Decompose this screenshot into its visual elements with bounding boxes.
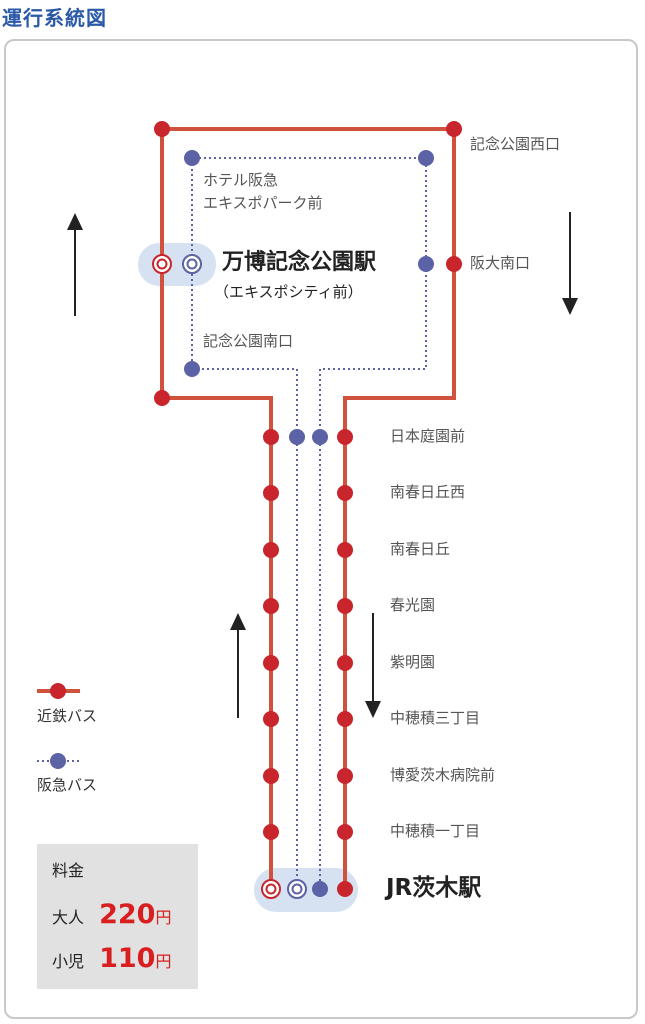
hankyu-stop bbox=[289, 429, 305, 445]
stop-label: 南春日丘西 bbox=[390, 483, 466, 501]
kintetsu-stops bbox=[154, 121, 462, 897]
hankyu-terminal-ring-inner bbox=[291, 883, 303, 895]
arrow-down-icon bbox=[562, 212, 578, 315]
arrow-up-icon bbox=[67, 213, 83, 316]
hankyu-stops bbox=[184, 150, 434, 897]
kintetsu-stop bbox=[337, 655, 353, 671]
kintetsu-terminal-ring bbox=[261, 879, 281, 899]
kintetsu-stop bbox=[154, 390, 170, 406]
kintetsu-stop bbox=[263, 598, 279, 614]
bampaku-terminal-symbols bbox=[152, 254, 202, 274]
hankyu-terminal-ring bbox=[182, 254, 202, 274]
hankyu-stop bbox=[184, 150, 200, 166]
kintetsu-stop bbox=[446, 256, 462, 272]
hankyu-stop bbox=[312, 429, 328, 445]
stop-label: 春光園 bbox=[390, 596, 436, 614]
hankyu-terminal-ring bbox=[287, 879, 307, 899]
stop-label-expopark-mae: エキスポパーク前 bbox=[203, 194, 323, 212]
kintetsu-stop bbox=[337, 542, 353, 558]
stop-label-bampaku-sub: （エキスポシティ前） bbox=[214, 283, 363, 301]
fare-adult-label: 大人 bbox=[52, 908, 85, 927]
stop-label: 紫明園 bbox=[390, 653, 436, 671]
fare-box: 料金 大人 220円 小児 110円 bbox=[37, 844, 198, 989]
kintetsu-terminal-ring-inner bbox=[156, 258, 168, 270]
fare-child-price: 110 bbox=[99, 943, 156, 974]
kintetsu-stop bbox=[263, 655, 279, 671]
fare-adult-price: 220 bbox=[99, 899, 156, 930]
stop-label: 日本庭園前 bbox=[390, 427, 466, 445]
kintetsu-stop bbox=[263, 429, 279, 445]
fare-child-row: 小児 110円 bbox=[52, 945, 172, 972]
stop-label: 博愛茨木病院前 bbox=[390, 766, 496, 784]
legend-hankyu-symbol bbox=[37, 753, 80, 769]
arrow-up-icon bbox=[230, 613, 246, 718]
hankyu-stop bbox=[418, 256, 434, 272]
stop-label: 中穂積一丁目 bbox=[390, 822, 481, 840]
stop-label: 中穂積三丁目 bbox=[390, 709, 481, 727]
kintetsu-stop bbox=[337, 485, 353, 501]
fare-child-currency: 円 bbox=[155, 952, 172, 971]
legend-hankyu-label: 阪急バス bbox=[37, 776, 98, 794]
stop-label-hotel-hankyu: ホテル阪急 bbox=[203, 171, 279, 189]
kintetsu-stop bbox=[263, 542, 279, 558]
stop-label-handai-minamiguchi: 阪大南口 bbox=[470, 254, 531, 272]
hankyu-terminal-ring-inner bbox=[186, 258, 198, 270]
kintetsu-stop bbox=[337, 598, 353, 614]
kintetsu-stop bbox=[263, 485, 279, 501]
kintetsu-route-line bbox=[160, 127, 456, 886]
kintetsu-stop bbox=[337, 768, 353, 784]
bampaku-terminal-highlight bbox=[138, 243, 216, 286]
stop-label-kinen-koen-minamiguchi: 記念公園南口 bbox=[203, 332, 294, 350]
hankyu-route-line-b bbox=[319, 158, 427, 886]
kintetsu-stop bbox=[337, 711, 353, 727]
kintetsu-stop bbox=[154, 121, 170, 137]
legend-kintetsu-label: 近鉄バス bbox=[37, 707, 98, 725]
diagram-frame bbox=[4, 39, 638, 1019]
kintetsu-terminal-ring bbox=[152, 254, 172, 274]
kintetsu-stop bbox=[337, 881, 353, 897]
kintetsu-stop bbox=[263, 824, 279, 840]
kintetsu-stop bbox=[263, 768, 279, 784]
fare-heading: 料金 bbox=[52, 861, 85, 880]
terminal-label-jr-ibaraki: JR茨木駅 bbox=[386, 875, 482, 901]
fare-adult-row: 大人 220円 bbox=[52, 901, 172, 928]
fare-adult-currency: 円 bbox=[155, 908, 172, 927]
hankyu-stop bbox=[418, 150, 434, 166]
stop-label-bampaku-station: 万博記念公園駅 bbox=[222, 250, 377, 275]
fare-child-label: 小児 bbox=[52, 952, 85, 971]
kintetsu-stop bbox=[337, 824, 353, 840]
kintetsu-stop bbox=[337, 429, 353, 445]
kintetsu-stop bbox=[263, 711, 279, 727]
legend-kintetsu-symbol bbox=[37, 683, 80, 699]
arrow-down-icon bbox=[365, 613, 381, 718]
hankyu-stop bbox=[184, 361, 200, 377]
stop-label: 南春日丘 bbox=[390, 540, 451, 558]
kintetsu-stop bbox=[446, 121, 462, 137]
kintetsu-terminal-ring-inner bbox=[265, 883, 277, 895]
direction-arrows bbox=[67, 212, 578, 718]
stop-label-kinen-koen-nishiguchi: 記念公園西口 bbox=[470, 135, 561, 153]
hankyu-stop bbox=[312, 881, 328, 897]
page-title: 運行系統図 bbox=[2, 6, 107, 30]
ibaraki-terminal-symbols bbox=[261, 879, 307, 899]
